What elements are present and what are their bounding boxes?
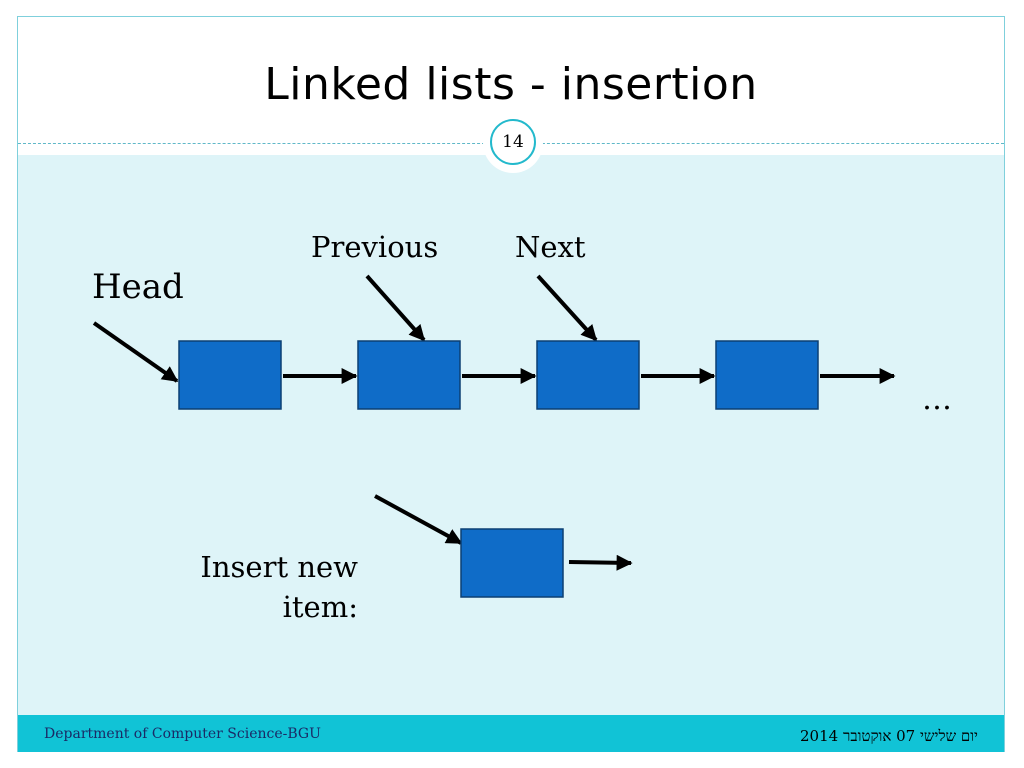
head-pointer-arrow [92,321,179,383]
previous-label: Previous [311,230,439,264]
content-area [18,155,1004,715]
list-node [178,340,282,410]
footer-date: יום שלישי 07 אוקטובר 2014 [800,727,978,745]
slide-title: Linked lists - insertion [264,59,758,110]
new-node-link-arrow [568,554,633,571]
page-number-badge: 14 [490,119,536,165]
list-node [715,340,819,410]
new-node-pointer-arrow [374,494,463,545]
footer-bar [18,715,1004,752]
new-list-node [460,528,564,598]
next-label: Next [515,230,586,264]
previous-pointer-arrow [365,274,426,342]
head-label: Head [92,267,184,307]
list-node [357,340,461,410]
page-number: 14 [502,132,524,152]
next-pointer-arrow [536,274,598,342]
ellipsis-label: … [922,382,953,417]
insert-new-item-label: Insert new item: [200,550,358,624]
footer-department: Department of Computer Science-BGU [44,726,321,742]
list-node [536,340,640,410]
